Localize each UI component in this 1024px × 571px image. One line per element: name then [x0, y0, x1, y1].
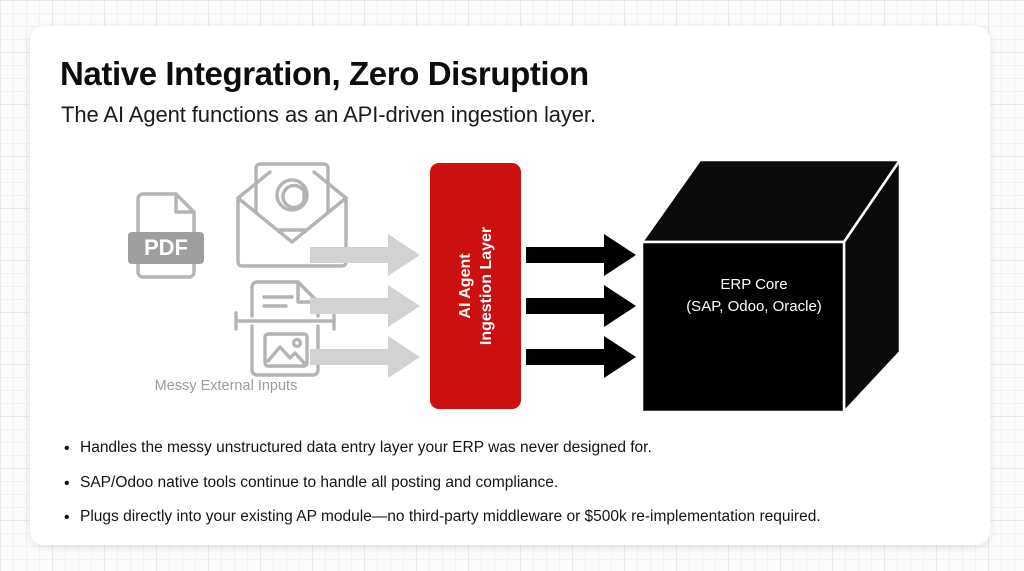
output-arrow	[526, 336, 636, 378]
ingestion-box-line1: AI Agent	[456, 253, 474, 319]
input-arrows-group	[310, 234, 420, 378]
cube-top-face	[639, 158, 903, 244]
erp-cube-line1: ERP Core	[720, 276, 788, 293]
bullet-list: • Handles the messy unstructured data en…	[64, 438, 964, 529]
ai-agent-ingestion-layer-box[interactable]: AI Agent Ingestion Layer	[430, 163, 521, 409]
pdf-file-icon	[136, 192, 196, 279]
ingestion-box-label: AI Agent Ingestion Layer	[454, 227, 496, 345]
bullet-marker: •	[64, 474, 70, 492]
erp-core-cube[interactable]: ERP Core (SAP, Odoo, Oracle)	[638, 155, 903, 416]
erp-cube-label: ERP Core (SAP, Odoo, Oracle)	[650, 274, 858, 318]
bullet-marker: •	[64, 440, 70, 457]
page-subtitle: The AI Agent functions as an API-driven …	[61, 102, 596, 127]
list-item: • SAP/Odoo native tools continue to hand…	[64, 473, 964, 495]
list-item: • Handles the messy unstructured data en…	[64, 438, 964, 460]
pdf-badge-label: PDF	[144, 235, 188, 260]
cube-front-face	[640, 240, 846, 414]
output-arrows-group	[526, 234, 636, 378]
inputs-caption: Messy External Inputs	[154, 378, 298, 394]
cube-side-face	[842, 155, 902, 416]
erp-cube-shape	[639, 155, 903, 416]
list-item: • Plugs directly into your existing AP m…	[64, 507, 964, 529]
slide-card: Native Integration, Zero Disruption The …	[30, 26, 990, 545]
bullet-text: Plugs directly into your existing AP mod…	[80, 508, 821, 526]
page-title: Native Integration, Zero Disruption	[60, 55, 589, 92]
email-envelope-icon	[236, 162, 348, 268]
pdf-badge-shape	[128, 232, 204, 264]
output-arrow	[526, 234, 636, 276]
bullet-marker: •	[64, 509, 70, 527]
input-icons-group: PDF	[128, 162, 348, 377]
bullet-text: SAP/Odoo native tools continue to handle…	[80, 473, 559, 491]
output-arrow	[526, 285, 636, 327]
erp-cube-line2: (SAP, Odoo, Oracle)	[686, 297, 822, 315]
input-arrow	[310, 234, 420, 276]
input-arrow	[310, 285, 420, 327]
scanner-document-icon	[234, 280, 336, 377]
ingestion-box-line2: Ingestion Layer	[477, 226, 495, 346]
input-arrow	[310, 336, 420, 378]
bullet-text: Handles the messy unstructured data entr…	[80, 439, 652, 456]
